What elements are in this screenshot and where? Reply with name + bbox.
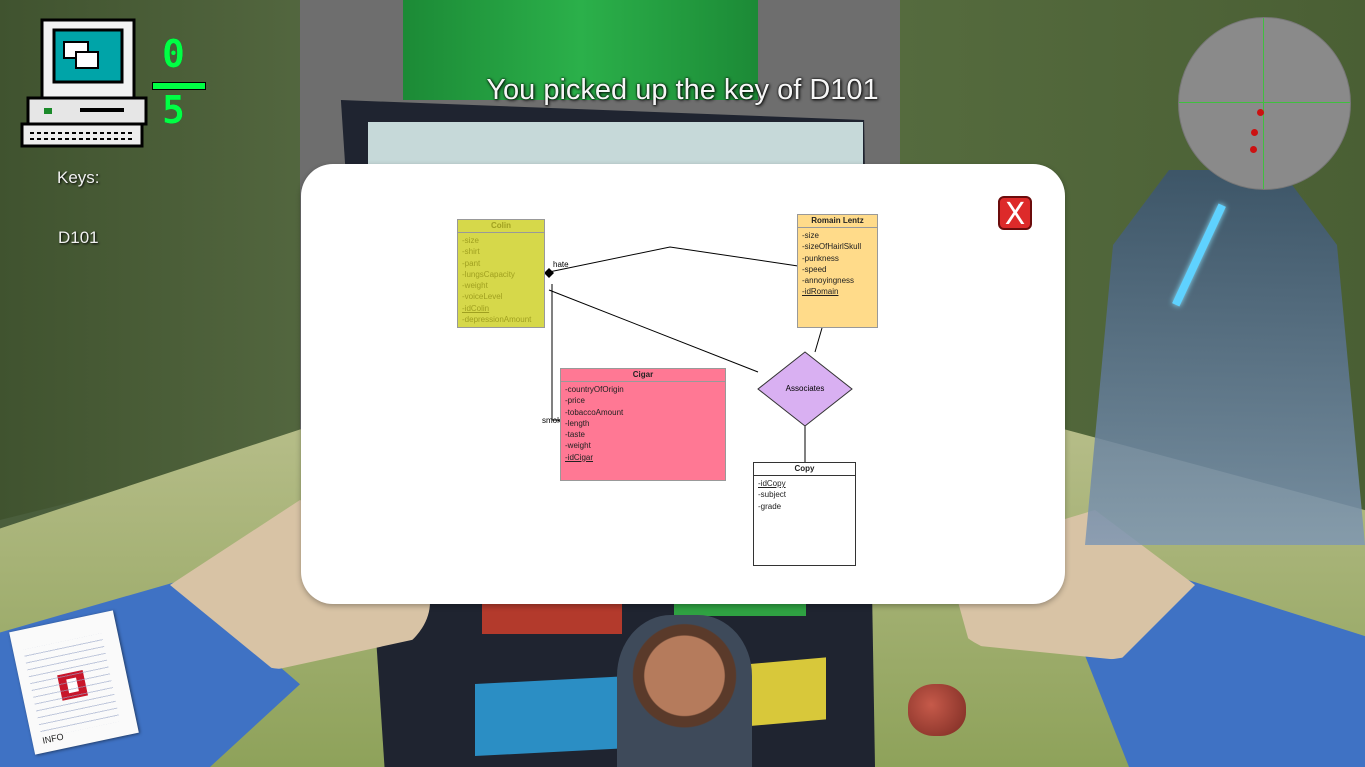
class-romain-lentz: Romain Lentz -size -sizeOfHairlSkull -pu… <box>797 214 878 328</box>
class-cigar-attrs: -countryOfOrigin -price -tobaccoAmount -… <box>561 382 725 465</box>
associates-label: Associates <box>785 384 825 393</box>
attribute: -voiceLevel <box>462 292 503 302</box>
colin-associates-line <box>548 289 759 373</box>
attribute: -weight <box>462 281 488 291</box>
class-cigar: Cigar -countryOfOrigin -price -tobaccoAm… <box>560 368 726 481</box>
attribute: -annoyingness <box>802 276 855 286</box>
attribute-key: -idRomain <box>802 287 839 297</box>
hate-relation-line <box>548 246 799 273</box>
attribute: -price <box>565 396 586 406</box>
floor-tile-green <box>674 604 806 616</box>
attribute: -taste <box>565 430 586 440</box>
attribute: -punkness <box>802 253 839 263</box>
attribute: -grade <box>758 501 782 511</box>
cured-meat-item <box>908 684 966 736</box>
board-screen <box>368 122 863 172</box>
attribute: -tobaccoAmount <box>565 407 624 417</box>
counter-collected: 0 <box>162 32 185 76</box>
minimap-marker <box>1257 109 1264 116</box>
attribute: -weight <box>565 441 591 451</box>
class-colin-title: Colin <box>458 220 544 233</box>
collected-counter: 0 5 <box>152 32 206 134</box>
computer-icon <box>20 18 148 148</box>
attribute: -pant <box>462 258 481 268</box>
class-colin-attrs: -size -shirt -pant -lungsCapacity -weigh… <box>458 233 544 327</box>
attribute: -depressionAmount <box>462 315 532 325</box>
attribute: -shirt <box>462 247 480 257</box>
key-item-d101: D101 <box>58 228 99 247</box>
attribute: -size <box>462 236 479 245</box>
floor-tile-red <box>482 604 622 634</box>
attribute: -countryOfOrigin <box>565 385 624 394</box>
minimap-crosshair-h <box>1179 102 1350 103</box>
class-copy-attrs: -idCopy -subject -grade <box>754 476 855 514</box>
class-copy: Copy -idCopy -subject -grade <box>753 462 856 566</box>
class-romain-title: Romain Lentz <box>798 215 877 228</box>
attribute: -size <box>802 231 819 240</box>
romain-associates-line <box>814 327 823 353</box>
counter-total: 5 <box>162 88 185 132</box>
pickup-notification: You picked up the key of D101 <box>486 74 879 106</box>
attribute-key: -idCopy <box>758 479 786 488</box>
class-copy-title: Copy <box>754 463 855 476</box>
attribute-key: -idCigar <box>565 452 594 462</box>
class-romain-attrs: -size -sizeOfHairlSkull -punkness -speed… <box>798 228 877 300</box>
smoke-label: smoke <box>542 416 566 425</box>
class-cigar-title: Cigar <box>561 369 725 382</box>
keys-title: Keys: <box>57 168 100 187</box>
class-colin: Colin -size -shirt -pant -lungsCapacity … <box>457 219 545 328</box>
minimap-marker <box>1251 129 1258 136</box>
minimap-crosshair-v <box>1263 18 1264 189</box>
attribute: -sizeOfHairlSkull <box>802 242 862 252</box>
robed-character <box>1085 170 1365 545</box>
attribute: -length <box>565 418 590 428</box>
minimap <box>1178 17 1351 190</box>
counter-divider <box>152 82 206 90</box>
hate-label: hate <box>553 260 569 269</box>
attribute-key: -idColin <box>462 303 490 313</box>
associates-diamond <box>757 351 853 427</box>
attribute: -lungsCapacity <box>462 269 515 279</box>
composition-diamond <box>544 268 554 278</box>
green-pillar <box>403 0 758 100</box>
close-button[interactable]: X <box>998 196 1032 232</box>
character-face <box>617 615 752 767</box>
minimap-marker <box>1250 146 1257 153</box>
attribute: -speed <box>802 264 827 274</box>
attribute: -subject <box>758 490 787 500</box>
